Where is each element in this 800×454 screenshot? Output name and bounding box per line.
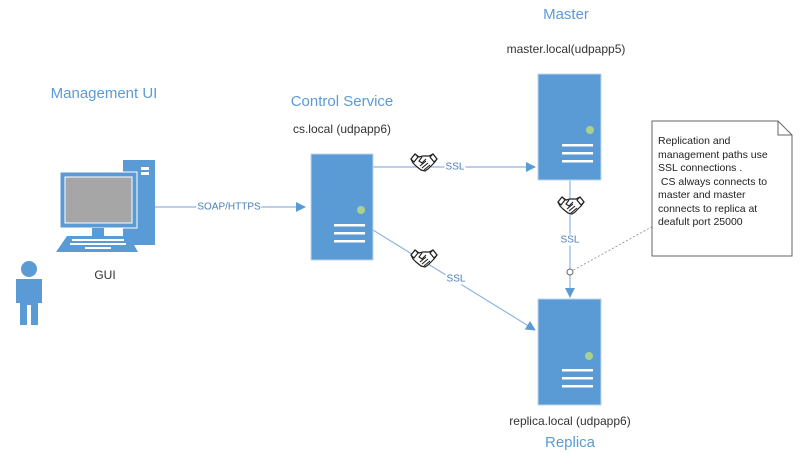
connection-label-ssl-cs-master: SSL — [444, 161, 466, 173]
replica-title: Replica — [544, 434, 596, 451]
connection-label-ssl-cs-replica: SSL — [445, 273, 467, 285]
replica-host: replica.local (udpapp6) — [509, 414, 631, 428]
gui-label: GUI — [94, 268, 116, 282]
handshake-icon — [557, 196, 585, 215]
note-leader-line — [569, 224, 656, 273]
control-service-host: cs.local (udpapp6) — [292, 122, 392, 136]
note-text: Replication and management paths use SSL… — [658, 135, 768, 228]
handshake-icon — [410, 249, 438, 268]
note-box — [651, 120, 793, 257]
handshake-icon — [410, 153, 438, 172]
server-icon — [537, 73, 602, 181]
server-icon — [310, 153, 374, 261]
server-icon — [537, 298, 602, 406]
note-anchor — [566, 268, 574, 276]
person-icon — [16, 261, 42, 325]
desktop-computer-icon — [56, 160, 155, 252]
connection-label-ssl-master-replica: SSL — [559, 234, 581, 246]
master-title: Master — [543, 6, 589, 23]
control-service-title: Control Service — [290, 93, 394, 110]
management-ui-title: Management UI — [50, 85, 158, 102]
master-host: master.local(udpapp5) — [506, 42, 626, 56]
connection-label-soap: SOAP/HTTPS — [196, 201, 262, 213]
